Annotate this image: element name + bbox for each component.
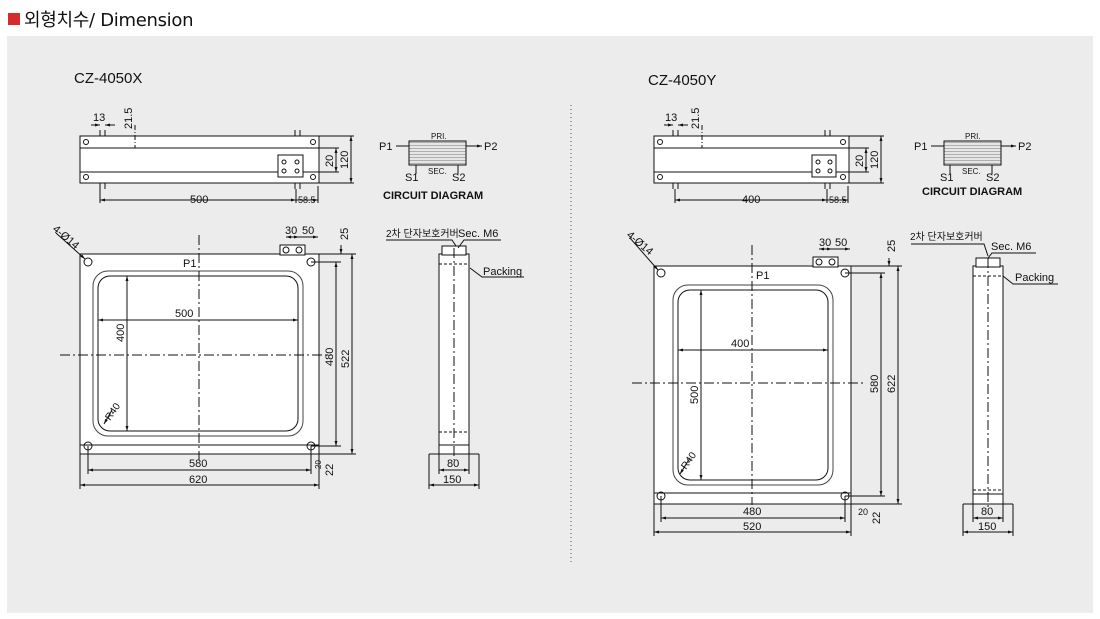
dim-21-5-y: 21.5 bbox=[690, 108, 702, 129]
dim-22: 22 bbox=[324, 464, 336, 476]
dim-holes-y: 4-Ø14 bbox=[624, 229, 655, 258]
model-title-y: CZ-4050Y bbox=[648, 72, 716, 89]
circuit-s1: S1 bbox=[405, 172, 418, 184]
dim-120: 120 bbox=[339, 151, 351, 169]
label-sec-m6-y: Sec. M6 bbox=[991, 241, 1031, 253]
top-view-y-labels: 13 21.5 20 120 400 58.5 bbox=[665, 108, 881, 206]
label-packing-y: Packing bbox=[1015, 272, 1054, 284]
dim-13: 13 bbox=[93, 112, 105, 124]
dim-holes: 4-Ø14 bbox=[50, 223, 81, 252]
circuit-diagram-y: P1 PRI. P2 S1 SEC. S2 CIRCUIT DIAGRAM bbox=[914, 132, 1031, 198]
dim-20-front: 20 bbox=[314, 460, 323, 469]
side-view-x bbox=[386, 239, 524, 489]
dim-20-y: 20 bbox=[854, 155, 866, 167]
dim-20: 20 bbox=[324, 155, 336, 167]
dim-400-inner: 400 bbox=[115, 324, 127, 342]
dim-30: 30 bbox=[285, 225, 297, 237]
dim-13-y: 13 bbox=[665, 112, 677, 124]
dim-522: 522 bbox=[340, 350, 352, 368]
dim-150: 150 bbox=[443, 474, 461, 486]
label-terminal-cover-y: 2차 단자보호커버 bbox=[910, 231, 983, 243]
dim-58-5-y: 58.5 bbox=[829, 195, 847, 205]
circuit-p2: P2 bbox=[484, 141, 497, 153]
circuit-s2: S2 bbox=[452, 172, 465, 184]
dim-500-top: 500 bbox=[190, 194, 208, 206]
dim-30-y: 30 bbox=[819, 237, 831, 249]
dim-80: 80 bbox=[447, 458, 459, 470]
dim-580: 580 bbox=[189, 458, 207, 470]
circuit-s1-y: S1 bbox=[940, 172, 953, 184]
side-view-y-labels: 2차 단자보호커버 Sec. M6 Packing 80 150 bbox=[910, 231, 1054, 533]
side-view-x-labels: 2차 단자보호커버 Sec. M6 Packing 80 150 bbox=[386, 228, 522, 486]
circuit-diagram-x: P1 PRI. P2 S1 SEC. S2 CIRCUIT DIAGRAM bbox=[379, 132, 497, 202]
label-p1-y: P1 bbox=[756, 270, 769, 282]
dim-580-y: 580 bbox=[869, 375, 881, 393]
circuit-pri: PRI. bbox=[431, 132, 447, 141]
label-sec-m6: Sec. M6 bbox=[458, 228, 498, 240]
dim-622-y: 622 bbox=[886, 375, 898, 393]
dim-58-5: 58.5 bbox=[298, 195, 316, 205]
dim-620: 620 bbox=[189, 474, 207, 486]
dim-150-y: 150 bbox=[978, 521, 996, 533]
label-p1: P1 bbox=[183, 258, 196, 270]
dim-20-front-y: 20 bbox=[858, 507, 868, 517]
dim-500-inner: 500 bbox=[175, 308, 193, 320]
red-square-icon bbox=[8, 13, 20, 25]
circuit-sec-y: SEC. bbox=[962, 167, 981, 176]
dim-400-inner-y: 400 bbox=[731, 338, 749, 350]
dim-21-5: 21.5 bbox=[123, 108, 135, 129]
dim-80-y: 80 bbox=[981, 506, 993, 518]
top-view-x bbox=[79, 123, 354, 203]
dim-500-inner-y: 500 bbox=[689, 386, 701, 404]
section-header: 외형치수/ Dimension bbox=[0, 6, 194, 32]
front-view-y bbox=[629, 237, 902, 536]
label-packing: Packing bbox=[483, 266, 522, 278]
dim-25-y: 25 bbox=[886, 240, 898, 252]
label-terminal-cover: 2차 단자보호커버 bbox=[386, 228, 459, 240]
circuit-caption: CIRCUIT DIAGRAM bbox=[383, 190, 483, 202]
model-title-x: CZ-4050X bbox=[74, 70, 142, 87]
dim-120-y: 120 bbox=[869, 151, 881, 169]
circuit-caption-y: CIRCUIT DIAGRAM bbox=[922, 186, 1022, 198]
dim-480: 480 bbox=[324, 348, 336, 366]
circuit-s2-y: S2 bbox=[986, 172, 999, 184]
model-cz-4050y: CZ-4050Y 13 21.5 20 120 bbox=[624, 72, 1058, 536]
circuit-p1-y: P1 bbox=[914, 141, 927, 153]
front-view-x bbox=[55, 232, 356, 489]
dim-22-y: 22 bbox=[871, 512, 883, 524]
circuit-p1: P1 bbox=[379, 141, 392, 153]
section-title: 외형치수/ Dimension bbox=[24, 10, 194, 31]
top-view-x-labels: 13 21.5 20 120 500 58.5 bbox=[93, 108, 351, 206]
dim-50: 50 bbox=[302, 225, 314, 237]
circuit-pri-y: PRI. bbox=[965, 132, 981, 141]
dim-25: 25 bbox=[339, 228, 351, 240]
side-view-y bbox=[911, 243, 1058, 536]
dim-520-y: 520 bbox=[743, 521, 761, 533]
model-cz-4050x: CZ-4050X 13 21.5 20 120 bbox=[50, 70, 524, 489]
dim-400-top: 400 bbox=[742, 194, 760, 206]
circuit-sec: SEC. bbox=[428, 167, 447, 176]
dim-480-y: 480 bbox=[743, 506, 761, 518]
circuit-p2-y: P2 bbox=[1018, 141, 1031, 153]
dim-50-y: 50 bbox=[835, 237, 847, 249]
top-view-y bbox=[653, 123, 884, 203]
